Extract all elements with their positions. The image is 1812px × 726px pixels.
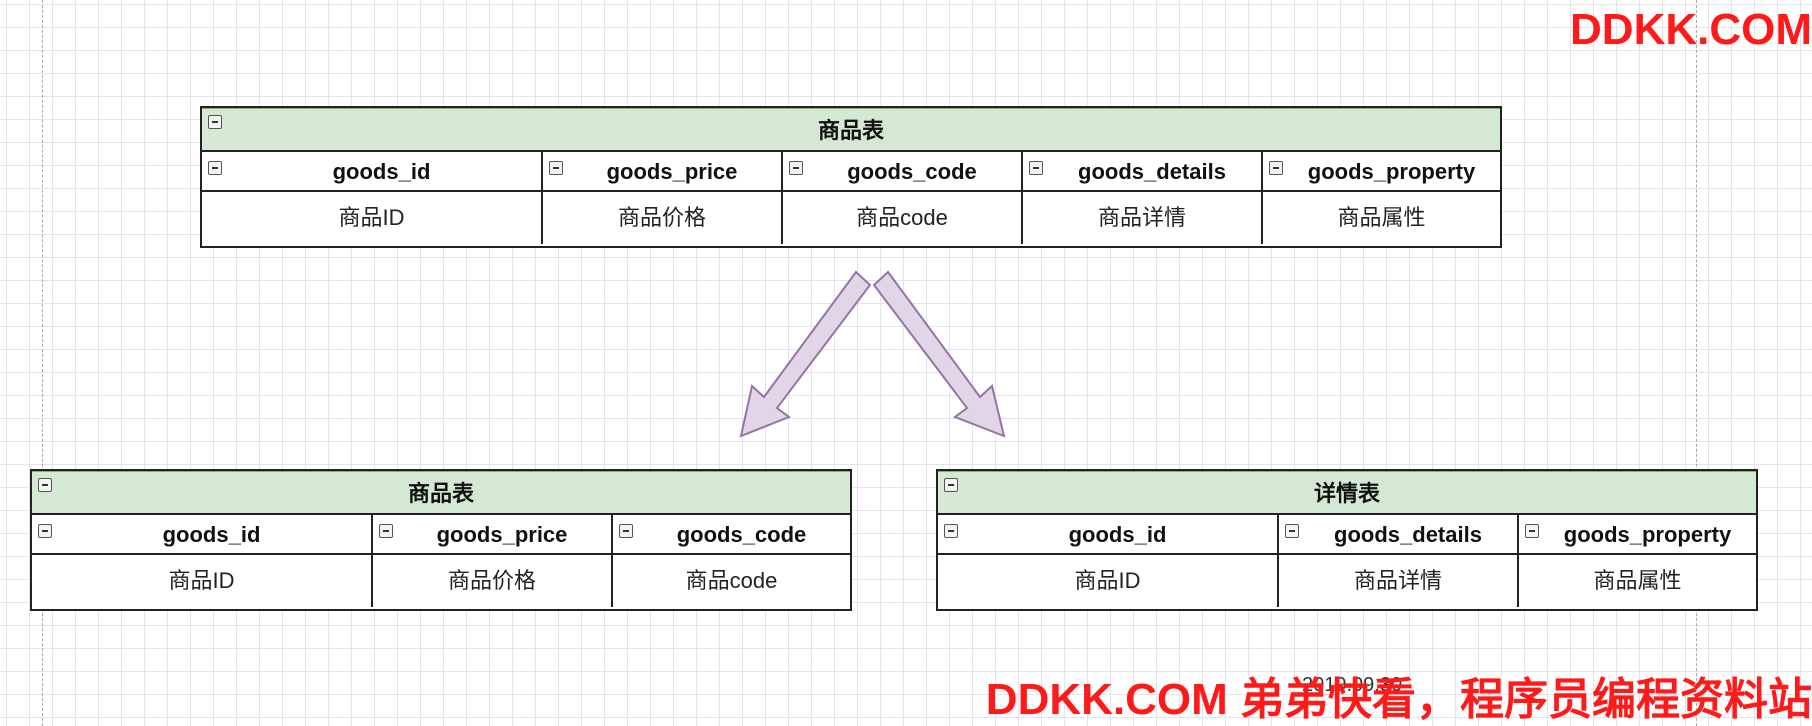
- arrow-left[interactable]: [739, 270, 872, 438]
- column-header[interactable]: goods_id: [202, 152, 543, 190]
- column-header[interactable]: goods_code: [783, 152, 1023, 190]
- column-value: 商品ID: [32, 555, 373, 607]
- collapse-icon[interactable]: [944, 524, 958, 538]
- column-value: 商品ID: [938, 555, 1279, 607]
- left-table-title: 商品表: [32, 471, 850, 515]
- collapse-icon[interactable]: [549, 161, 563, 175]
- source-table-title: 商品表: [202, 108, 1500, 152]
- collapse-icon[interactable]: [619, 524, 633, 538]
- column-value: 商品详情: [1023, 192, 1263, 244]
- collapse-icon[interactable]: [379, 524, 393, 538]
- guide-line-left: [42, 0, 43, 726]
- column-header[interactable]: goods_details: [1279, 515, 1519, 553]
- collapse-icon[interactable]: [208, 115, 222, 129]
- column-value: 商品ID: [202, 192, 543, 244]
- column-header[interactable]: goods_price: [543, 152, 783, 190]
- right-table-title-label: 详情表: [1313, 481, 1380, 506]
- collapse-icon[interactable]: [789, 161, 803, 175]
- left-table-columns: goods_id goods_price goods_code: [32, 515, 850, 555]
- column-header[interactable]: goods_code: [613, 515, 850, 553]
- collapse-icon[interactable]: [1269, 161, 1283, 175]
- watermark-bottom: DDKK.COM 弟弟快看，程序员编程资料站: [985, 675, 1812, 724]
- collapse-icon[interactable]: [38, 524, 52, 538]
- date-label: 2019.09.30: [1302, 674, 1403, 696]
- guide-line-right: [1696, 0, 1697, 726]
- column-header[interactable]: goods_property: [1519, 515, 1756, 553]
- collapse-icon[interactable]: [1029, 161, 1043, 175]
- column-value: 商品详情: [1279, 555, 1519, 607]
- source-table-values: 商品ID 商品价格 商品code 商品详情 商品属性: [202, 192, 1500, 244]
- collapse-icon[interactable]: [208, 161, 222, 175]
- column-value: 商品属性: [1337, 205, 1426, 230]
- left-table-values: 商品ID 商品价格 商品code: [32, 555, 850, 607]
- collapse-icon[interactable]: [38, 478, 52, 492]
- right-table[interactable]: 详情表 goods_id goods_details goods_propert…: [936, 469, 1758, 611]
- source-table-title-label: 商品表: [817, 118, 884, 143]
- right-table-values: 商品ID 商品详情 商品属性: [938, 555, 1756, 607]
- column-header[interactable]: goods_price: [373, 515, 613, 553]
- column-header[interactable]: goods_property: [1263, 152, 1500, 190]
- right-table-title: 详情表: [938, 471, 1756, 515]
- left-table-title-label: 商品表: [407, 481, 474, 506]
- left-table[interactable]: 商品表 goods_id goods_price goods_code 商品ID…: [30, 469, 852, 611]
- column-value: 商品价格: [373, 555, 613, 607]
- source-table-columns: goods_id goods_price goods_code goods_de…: [202, 152, 1500, 192]
- collapse-icon[interactable]: [1285, 524, 1299, 538]
- column-value: 商品属性: [1593, 568, 1682, 593]
- right-table-columns: goods_id goods_details goods_property: [938, 515, 1756, 555]
- column-value: 商品code: [783, 192, 1023, 244]
- arrow-right[interactable]: [872, 270, 1006, 438]
- column-header[interactable]: goods_details: [1023, 152, 1263, 190]
- collapse-icon[interactable]: [944, 478, 958, 492]
- column-value: 商品code: [685, 568, 778, 593]
- column-value: 商品价格: [543, 192, 783, 244]
- watermark-top: DDKK.COM: [1570, 5, 1812, 54]
- source-table[interactable]: 商品表 goods_id goods_price goods_code good…: [200, 106, 1502, 248]
- column-header[interactable]: goods_id: [32, 515, 373, 553]
- column-header[interactable]: goods_id: [938, 515, 1279, 553]
- collapse-icon[interactable]: [1525, 524, 1539, 538]
